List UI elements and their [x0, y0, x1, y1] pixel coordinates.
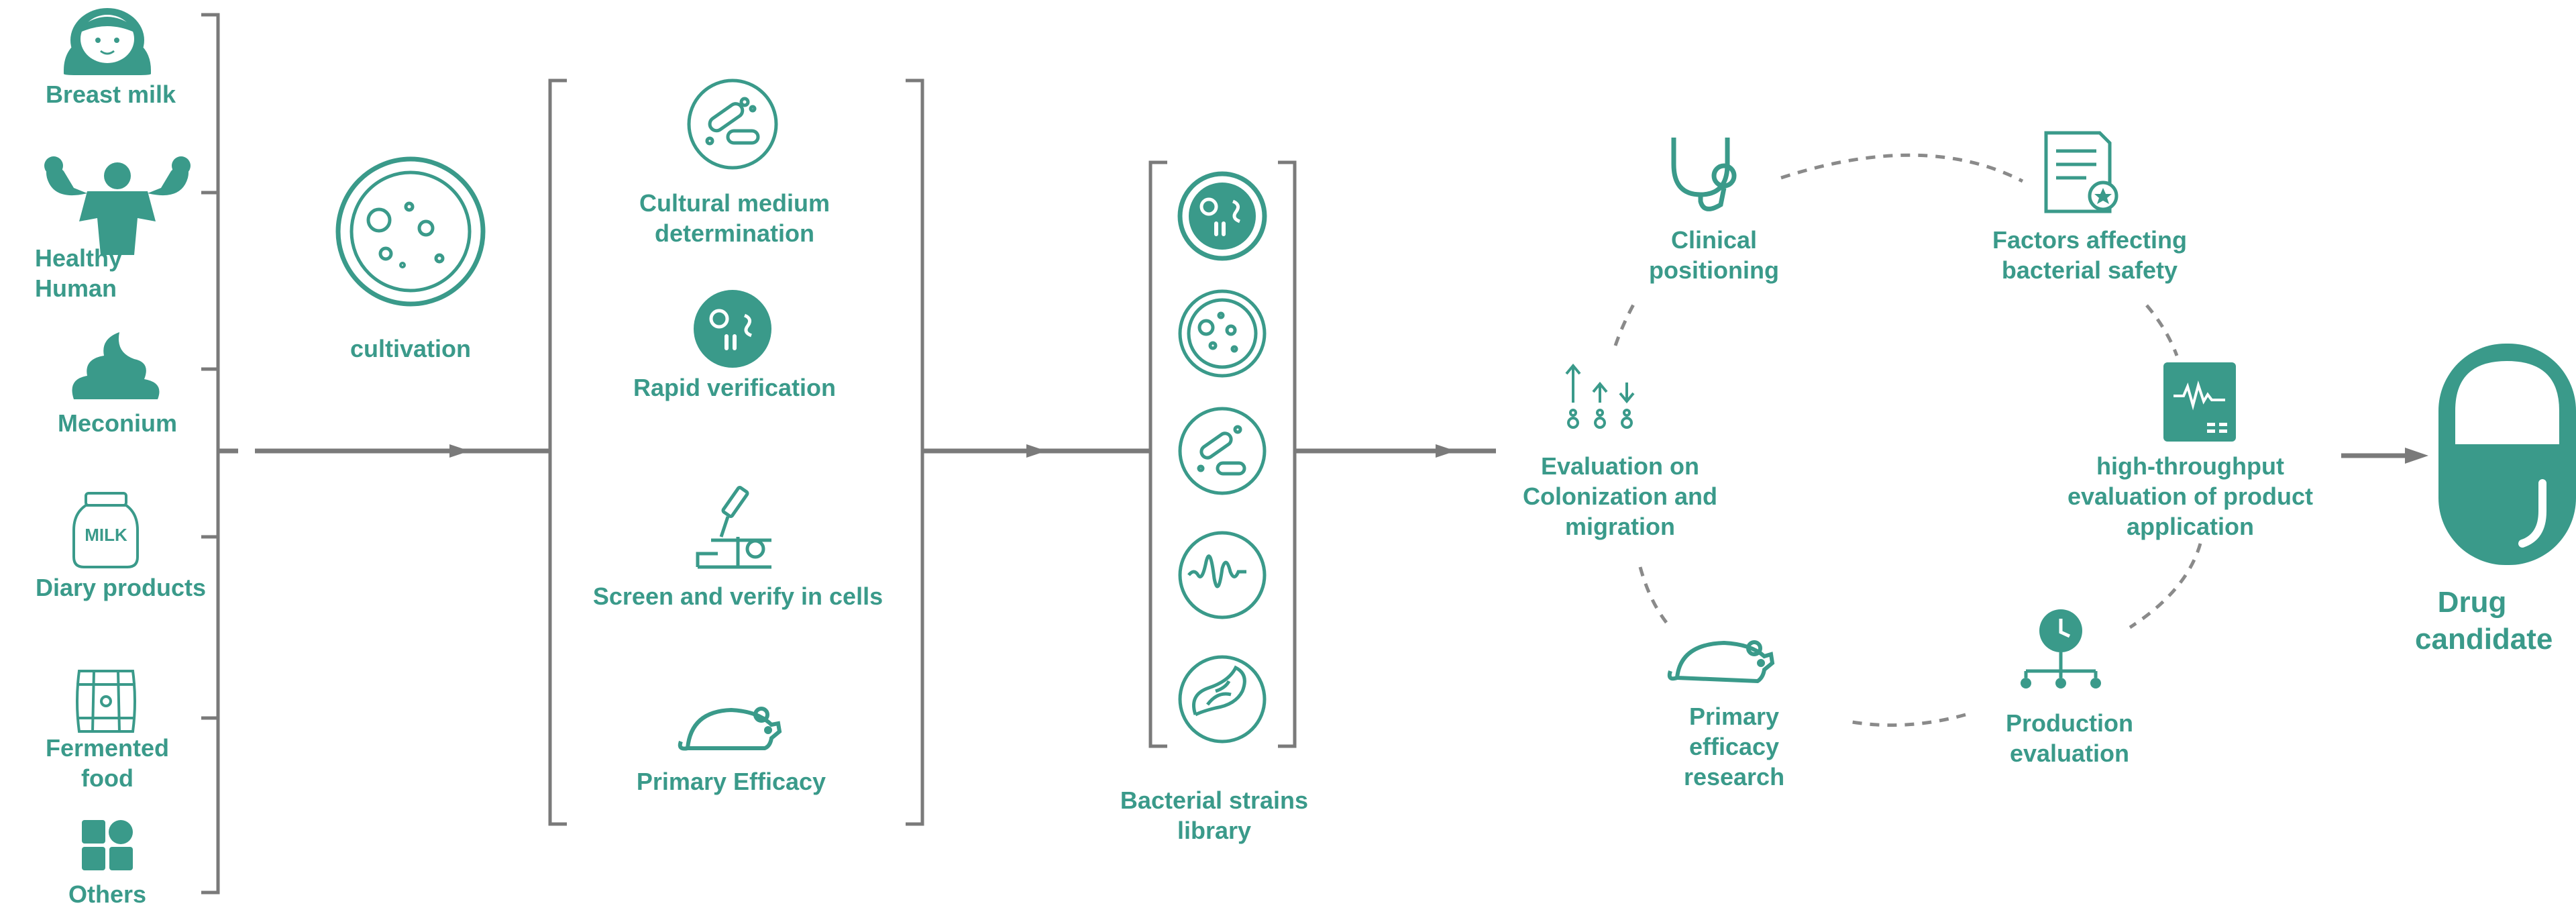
step-label-screen-verify: Screen and verify in cells [592, 582, 883, 610]
baby-face-icon [64, 8, 151, 75]
library-gut-icon [1178, 655, 1267, 744]
library-petri-dish-icon [1178, 289, 1267, 378]
cycle-label-throughput: high-throughput evaluation of product ap… [2067, 452, 2313, 540]
library-bracket-right [1278, 160, 1297, 748]
source-label-meconium: Meconium [57, 409, 177, 437]
step-label-primary-efficacy: Primary Efficacy [636, 768, 826, 795]
flow-arrows [218, 444, 2428, 464]
cycle-label-production: Production evaluation [2006, 709, 2133, 767]
milk-jar-icon: MILK [72, 492, 139, 568]
result-label-drug-candidate: Drug candidate [2415, 586, 2553, 656]
petri-dish-icon [335, 156, 486, 307]
microscope-icon [696, 486, 771, 569]
source-label-others: Others [68, 880, 147, 908]
capsule-icon [2438, 344, 2576, 565]
monitor-icon [2163, 362, 2236, 442]
library-icons [1177, 171, 1267, 744]
source-label-diary-products: Diary products [35, 574, 207, 601]
shapes-grid-icon [82, 820, 133, 870]
arc-throughput-to-production [2129, 543, 2202, 629]
arc-production-to-efficacy [1847, 713, 1966, 727]
source-label-healthy-human: Healthy Human [35, 244, 123, 302]
source-label-breast-milk: Breast milk [45, 81, 176, 108]
flexing-man-icon [44, 156, 191, 255]
sources-bracket-ticks [201, 191, 218, 720]
stethoscope-icon [1671, 138, 1737, 211]
barrel-icon [76, 670, 136, 733]
steps-bracket-left [548, 79, 567, 826]
source-label-fermented-food: Fermented food [45, 734, 170, 792]
cycle-label-clinical: Clinical positioning [1649, 226, 1779, 284]
svg-text:MILK: MILK [85, 525, 127, 545]
steps-bracket-right [906, 79, 924, 826]
efficacy-mouse-icon [1667, 640, 1775, 684]
step-label-cultural-medium: Cultural medium determination [639, 189, 830, 247]
mouse-icon [678, 707, 782, 751]
bacteria-dish-icon [687, 79, 778, 170]
cycle-label-efficacy-research: Primary efficacy research [1683, 703, 1785, 790]
clock-hierarchy-icon [2021, 609, 2101, 688]
cycle-label-safety: Factors affecting bacterial safety [1992, 226, 2188, 284]
library-label: Bacterial strains library [1120, 786, 1309, 844]
library-bacteria-dish-icon [1178, 407, 1267, 495]
arc-safety-to-throughput [2145, 304, 2179, 356]
poop-icon [72, 332, 160, 399]
cultivation-label: cultivation [350, 335, 472, 362]
sources-bracket [201, 13, 220, 895]
library-bracket-left [1148, 160, 1167, 748]
library-waveform-icon [1178, 531, 1267, 619]
cycle-label-colonization: Evaluation on Colonization and migration [1523, 452, 1717, 540]
arc-colonization-to-clinical [1613, 297, 1639, 346]
library-microbe-icon [1177, 171, 1267, 261]
migration-arrows-icon [1565, 363, 1635, 429]
report-icon [2044, 131, 2118, 213]
microbe-icon [694, 290, 771, 368]
step-label-rapid-verification: Rapid verification [633, 374, 837, 401]
cycle-arcs [1613, 153, 2202, 727]
arc-clinical-to-safety [1780, 153, 2024, 183]
arc-efficacy-to-colonization [1638, 566, 1672, 629]
